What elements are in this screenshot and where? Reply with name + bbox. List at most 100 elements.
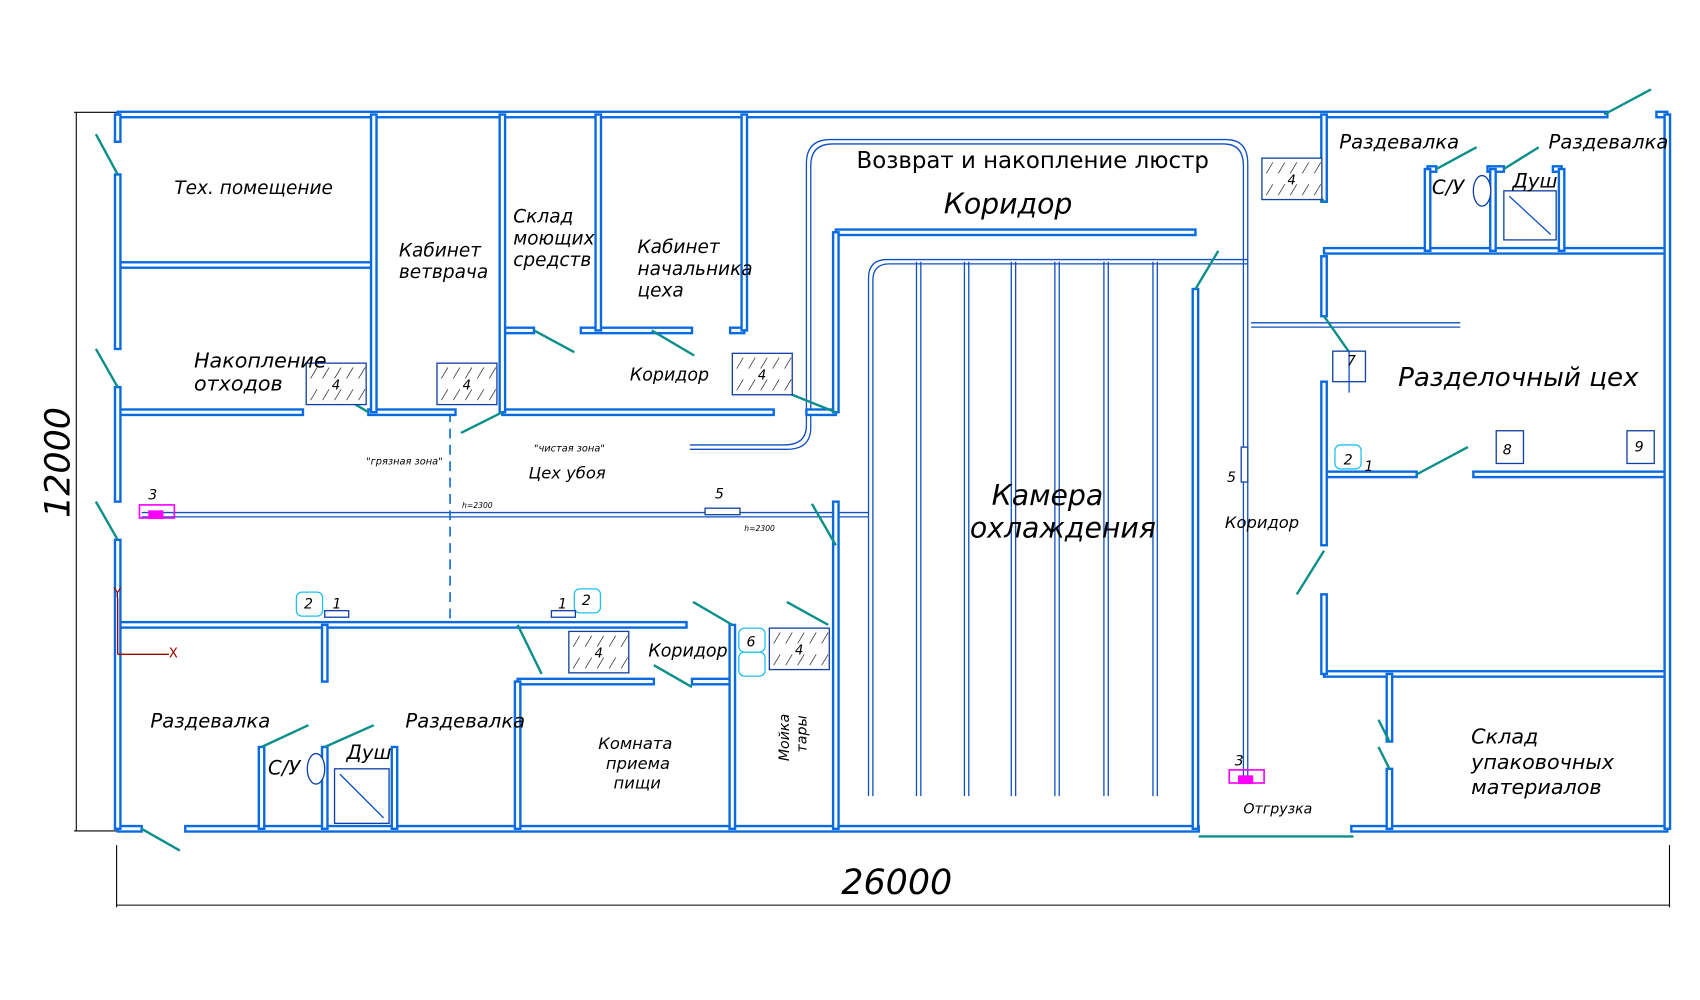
wall [1320,380,1328,547]
bench-icon [1240,446,1249,483]
hatch [760,379,768,391]
walls [113,110,1672,833]
mark-5: 5 [715,486,724,502]
toilet-icon [306,752,326,785]
room-label-slaughter: Цех убоя [529,464,606,483]
wall [498,113,507,414]
dimension-width: 26000 [841,863,952,903]
bench-icon [704,507,741,516]
wall [1320,593,1328,676]
hatch [620,635,629,647]
hatch [1289,184,1298,196]
mark-9: 9 [1635,439,1644,455]
wall [1472,470,1669,479]
room-label-corridor-small: Коридор [630,366,709,386]
tank-mark: 4 [463,378,471,393]
tank-mark: 4 [594,647,602,662]
room-label-pack: Склад [1471,725,1538,749]
room-label-return: Возврат и накопление люстр [857,148,1209,174]
mark-8: 8 [1503,443,1512,459]
room-label-shower: Душ [346,741,392,764]
hatch [821,632,829,644]
hatch [310,389,318,401]
hatch [784,357,792,369]
hatch [358,389,366,401]
axis-y-label: Y [112,587,122,602]
wall [501,326,536,335]
wall [831,500,840,830]
toilet-icon [1472,174,1492,207]
zone-label-dirty: "грязная зона" [366,457,442,468]
door-swing-icon [141,827,181,852]
door-swing-icon [786,600,829,626]
hatch [809,654,817,666]
ucs-axis-icon: X Y [112,587,178,662]
bench-icon [550,610,577,618]
room-label-wc: С/У [268,756,301,779]
room-label-locker: Раздевалка [405,709,525,732]
shower-drain-line [1508,195,1552,235]
wall [516,677,656,686]
hatch [476,367,485,379]
hatch [464,367,473,379]
sink-icon [738,651,766,677]
wall [1663,113,1672,830]
mark-2: 2 [582,593,591,609]
wall [320,623,329,683]
wall [740,113,749,332]
wall [1385,767,1394,830]
wall [113,113,122,143]
room-label-store: Склад [513,206,573,227]
door-swing-icon [1295,550,1326,595]
room-label-waste: Накопление [194,348,327,372]
door-swing-icon [1503,146,1540,171]
room-label-chief: Кабинет [638,237,721,258]
wall [513,680,522,830]
wall [184,824,1200,833]
room-label-chamber: Камера [992,479,1104,512]
equipment-box-icon [1495,430,1525,465]
wall [594,113,603,332]
mark-1: 1 [558,597,567,613]
door-swing-icon [1416,446,1469,476]
hatch [1301,184,1310,196]
hatch [322,389,330,401]
wall [728,623,737,830]
wall [1320,255,1328,318]
equipment-tank-icon: 4 [305,362,367,406]
hatch [346,389,354,401]
hatch [1277,184,1286,196]
door-swing-icon [1377,746,1391,770]
hatch [334,367,342,379]
room-label-chief: начальника [638,259,753,280]
door-swing-icon [651,329,695,357]
door-swing-icon [692,600,733,626]
equipment-tank-icon: 4 [436,362,498,406]
hatch [772,379,780,391]
wall [113,173,122,351]
hatch [334,389,342,401]
hatch [346,367,354,379]
door-swing-icon [1377,719,1391,743]
room-label-store: моющих [513,228,595,249]
hatch [1277,162,1286,174]
hatch [464,389,473,401]
wall [257,745,266,830]
wall [390,745,399,830]
saw-icon [1332,350,1367,393]
door-swing-icon [324,724,375,749]
wall [116,408,305,417]
door-swing-icon [1435,146,1478,171]
dimension-lines [74,111,1671,908]
hatch [821,654,829,666]
room-label-food: пищи [614,773,661,792]
shower-tray-icon [1503,190,1557,241]
room-label-vet: ветврача [399,262,488,283]
wall [113,385,122,503]
room-label-store: средств [513,250,591,271]
hatch [608,635,617,647]
hatch [736,357,744,369]
hatch [1313,162,1322,174]
room-label-pack: упаковочных [1470,750,1615,774]
wall [501,408,775,417]
